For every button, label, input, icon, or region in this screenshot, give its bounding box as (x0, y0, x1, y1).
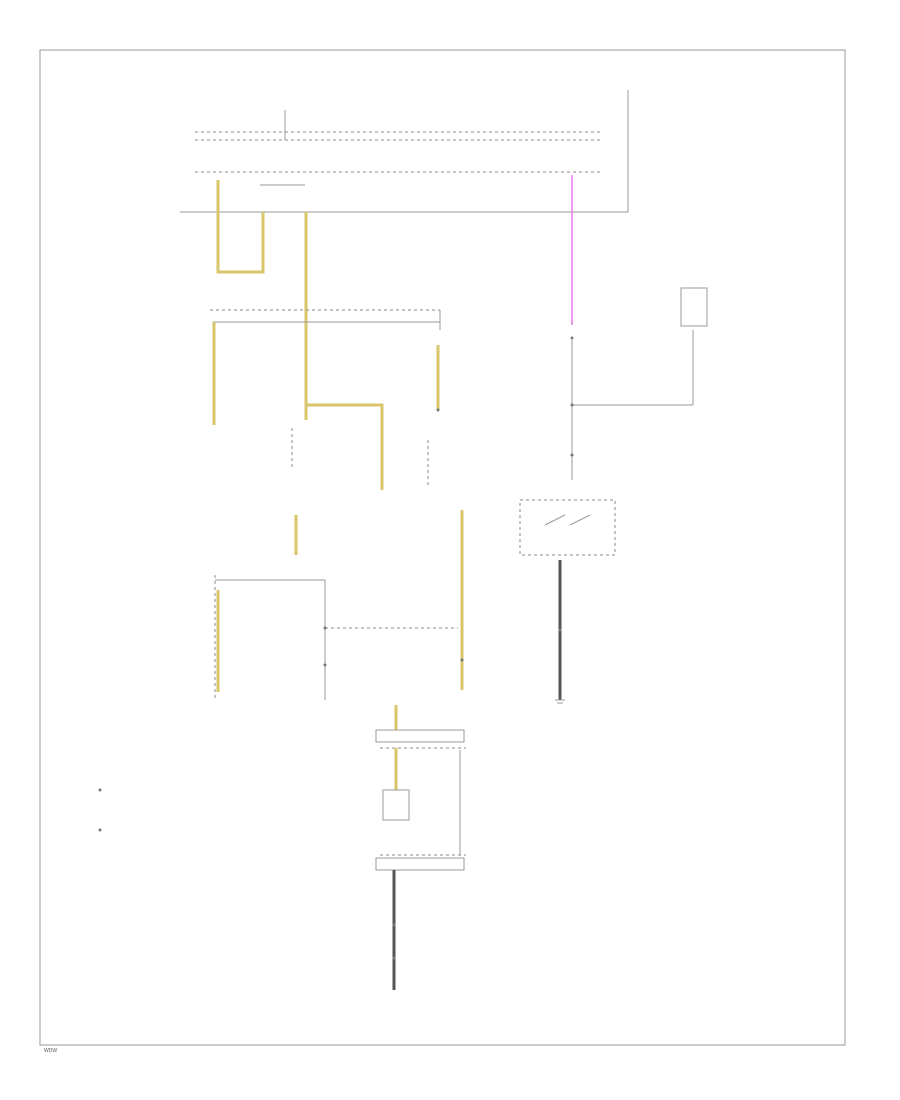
center-branch (291, 403, 429, 490)
splice-bus (210, 309, 441, 425)
right-switch-chain (519, 287, 708, 700)
top-power-bus (180, 90, 629, 213)
lamp-group (375, 705, 466, 990)
lower-left-group (214, 515, 458, 700)
ground-symbol (555, 699, 565, 704)
switch-box (519, 499, 616, 556)
relay-box (680, 287, 708, 327)
legend (98, 788, 102, 832)
left-ground-loop (216, 180, 265, 274)
lamp-left (382, 789, 410, 821)
footer-id: WDW (44, 1048, 57, 1054)
right-yellow-run (460, 510, 464, 690)
pink-wire (570, 175, 574, 340)
diagram-frame (39, 49, 846, 1046)
